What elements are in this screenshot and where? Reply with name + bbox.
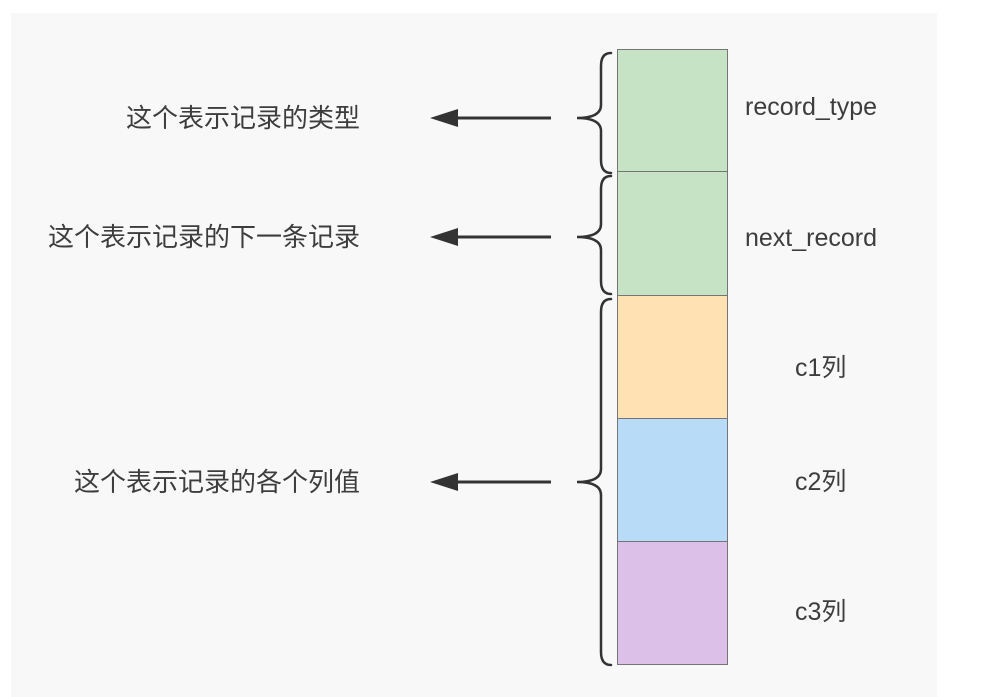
segment-next-record (618, 171, 727, 295)
diagram-panel (11, 13, 937, 697)
segment-record-type (618, 50, 727, 171)
segment-c1-column (618, 295, 727, 418)
label-c3-column: c3列 (795, 598, 847, 626)
label-c2-column: c2列 (795, 468, 847, 496)
label-record-type: record_type (745, 93, 878, 121)
annotation-record-type: 这个表示记录的类型 (125, 103, 360, 133)
record-stack (617, 49, 728, 665)
annotation-next-record: 这个表示记录的下一条记录 (47, 222, 360, 252)
annotation-columns: 这个表示记录的各个列值 (73, 467, 360, 497)
segment-c2-column (618, 418, 727, 541)
label-c1-column: c1列 (795, 354, 847, 382)
label-next-record: next_record (745, 224, 878, 252)
segment-c3-column (618, 541, 727, 664)
